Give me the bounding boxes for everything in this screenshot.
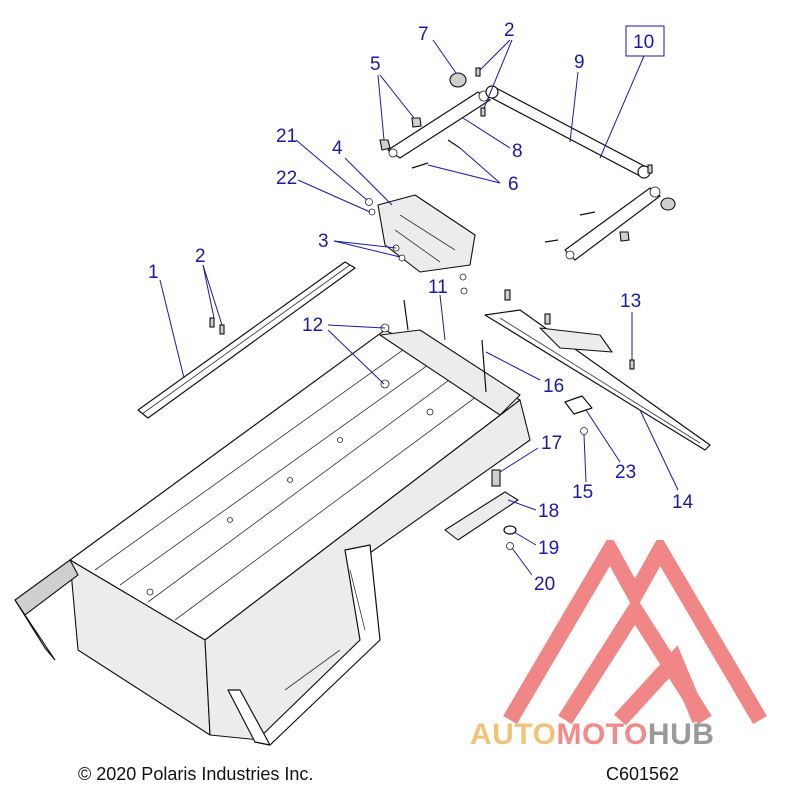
callout-11: 11 bbox=[428, 277, 448, 298]
callout-14: 14 bbox=[672, 492, 694, 513]
callout-9: 9 bbox=[574, 52, 585, 73]
callout-23: 23 bbox=[615, 462, 636, 483]
plate-23 bbox=[564, 395, 593, 415]
callout-3: 3 bbox=[318, 231, 329, 252]
left-arm bbox=[387, 90, 491, 159]
callout-2-left: 2 bbox=[195, 246, 206, 267]
callout-21: 21 bbox=[276, 126, 297, 147]
cross-shaft bbox=[485, 85, 651, 179]
slider-18 bbox=[444, 491, 519, 541]
callout-7: 7 bbox=[418, 24, 429, 45]
callout-5: 5 bbox=[370, 54, 381, 75]
callout-6: 6 bbox=[508, 174, 519, 195]
copyright-notice: © 2020 Polaris Industries Inc. bbox=[78, 764, 314, 784]
callout-10: 10 bbox=[633, 32, 654, 53]
watermark-logo-icon bbox=[503, 540, 767, 726]
right-arm bbox=[544, 164, 676, 261]
callout-12: 12 bbox=[302, 315, 323, 336]
callout-4: 4 bbox=[332, 138, 343, 159]
callout-15: 15 bbox=[572, 482, 593, 503]
watermark-text: AUTOMOTOHUB bbox=[470, 718, 714, 752]
rear-rail bbox=[484, 289, 711, 451]
tunnel-assembly bbox=[14, 323, 531, 746]
callout-16: 16 bbox=[543, 376, 564, 397]
callouts: 1 2 2 3 4 5 6 7 8 9 10 bbox=[148, 20, 694, 595]
watermark-auto: AUTO bbox=[470, 718, 557, 751]
drawing-number: C601562 bbox=[606, 764, 680, 784]
callout-19: 19 bbox=[538, 538, 559, 559]
callout-8: 8 bbox=[512, 141, 523, 162]
callout-18: 18 bbox=[538, 501, 559, 522]
rivets-left bbox=[209, 317, 225, 335]
callout-22: 22 bbox=[276, 168, 297, 189]
callout-20: 20 bbox=[534, 574, 555, 595]
rail-strip bbox=[137, 261, 356, 419]
callout-17: 17 bbox=[541, 433, 562, 454]
watermark-moto: MOTO bbox=[556, 718, 648, 751]
callout-1: 1 bbox=[148, 262, 159, 283]
callout-2-top: 2 bbox=[504, 20, 515, 41]
watermark-hub: HUB bbox=[647, 718, 715, 751]
bracket-cover bbox=[377, 194, 476, 295]
callout-13: 13 bbox=[620, 291, 641, 312]
